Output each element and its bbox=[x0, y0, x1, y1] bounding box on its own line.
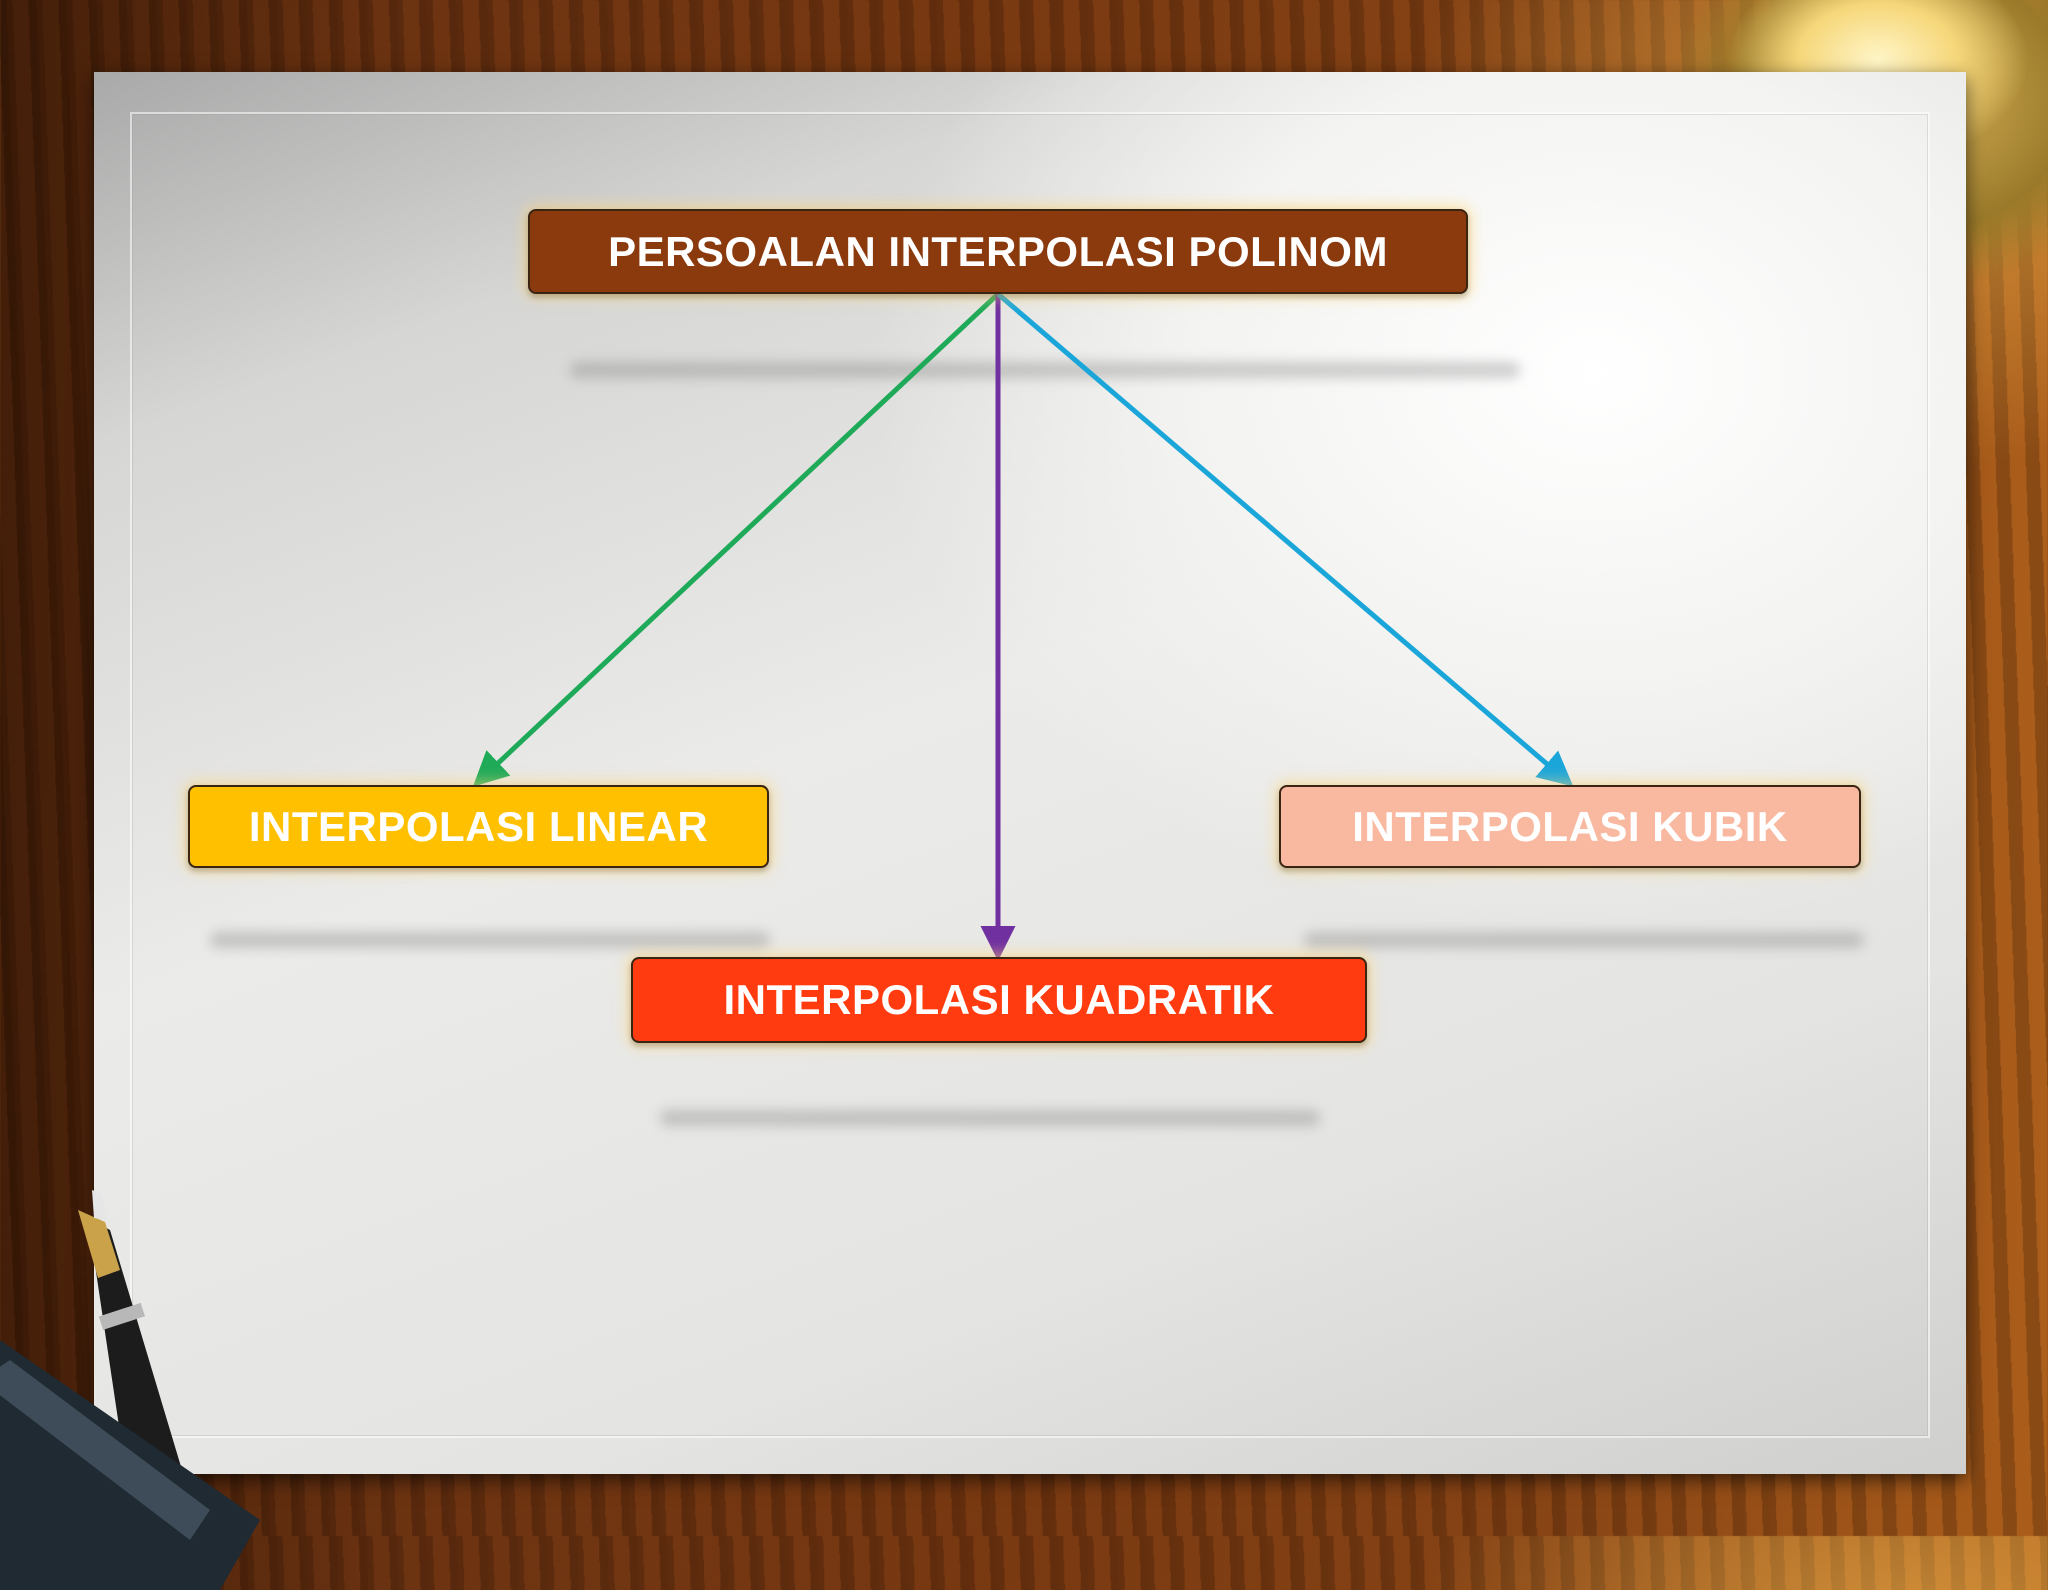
fountain-pen-icon bbox=[0, 1190, 260, 1590]
faded-line bbox=[210, 932, 770, 948]
root-node: PERSOALAN INTERPOLASI POLINOM bbox=[528, 209, 1468, 294]
node-label: INTERPOLASI KUADRATIK bbox=[723, 976, 1275, 1023]
node-interpolasi-kubik: INTERPOLASI KUBIK bbox=[1279, 785, 1861, 868]
node-interpolasi-linear: INTERPOLASI LINEAR bbox=[188, 785, 769, 868]
node-label: INTERPOLASI KUBIK bbox=[1352, 802, 1788, 850]
node-interpolasi-kuadratik: INTERPOLASI KUADRATIK bbox=[631, 957, 1367, 1043]
paper-sheet bbox=[94, 72, 1966, 1474]
faded-line bbox=[660, 1110, 1320, 1126]
root-node-label: PERSOALAN INTERPOLASI POLINOM bbox=[608, 227, 1388, 275]
faded-line bbox=[570, 362, 1520, 378]
arrow-root-to-kubik bbox=[996, 292, 1574, 787]
node-label: INTERPOLASI LINEAR bbox=[248, 802, 709, 850]
faded-line bbox=[1304, 932, 1864, 948]
diagram-canvas bbox=[472, 292, 1574, 961]
paper-border bbox=[130, 112, 1930, 1438]
arrow-root-to-linear bbox=[472, 292, 1000, 787]
